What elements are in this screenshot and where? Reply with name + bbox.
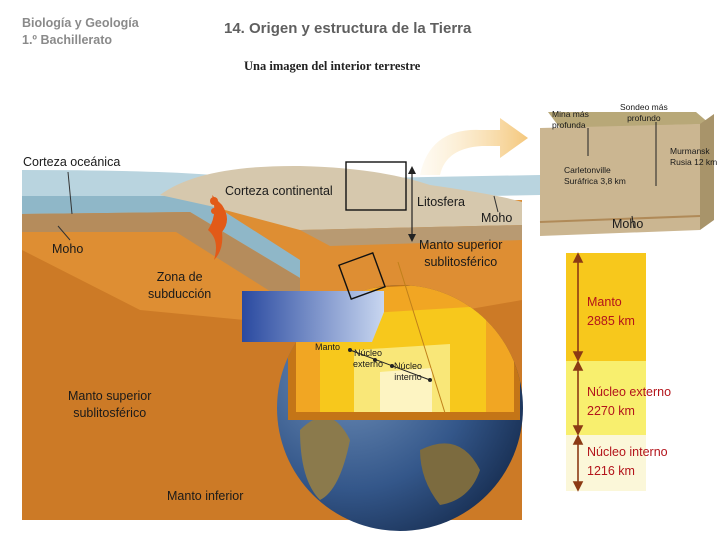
course-name: Biología y Geología 1.º Bachillerato [22, 15, 139, 49]
bar-label-manto-name: Manto [587, 295, 622, 309]
label-zona-subduccion: Zona de subducción [148, 269, 211, 303]
subducting-slab [22, 212, 300, 310]
globe-label-manto: Manto [315, 342, 341, 352]
oceanic-crust [22, 196, 300, 278]
bar-label-nucleo-interno-thickness: 1216 km [587, 464, 635, 478]
course-line-1: Biología y Geología [22, 16, 139, 30]
inset-label-mina-line2: profunda [552, 120, 586, 130]
bar-label-nucleo-externo-thickness: 2270 km [587, 404, 635, 418]
label-corteza-continental: Corteza continental [225, 184, 333, 198]
zoom-box-2 [338, 252, 386, 300]
bar-label-nucleo-externo-name: Núcleo externo [587, 385, 672, 399]
globe-label-nucleo-externo: Núcleo externo [353, 348, 383, 370]
bar-label-manto: Manto 2885 km [587, 293, 635, 331]
inset-label-moho: Moho [612, 217, 644, 231]
inset-label-carletonville: Carletonville Suráfrica 3,8 km [564, 165, 626, 187]
inset-label-carletonville-line2: Suráfrica 3,8 km [564, 176, 626, 186]
label-manto-superior-left: Manto superior sublitosférico [68, 388, 151, 422]
bar-label-nucleo-interno-name: Núcleo interno [587, 445, 668, 459]
page-subtitle: Una imagen del interior terrestre [244, 59, 421, 73]
label-litosfera: Litosfera [417, 195, 465, 209]
bar-label-nucleo-interno: Núcleo interno 1216 km [587, 443, 668, 481]
inset-arrow [420, 118, 528, 175]
course-line-2: 1.º Bachillerato [22, 33, 113, 47]
slab-block [242, 291, 384, 342]
globe-label-nucleo-interno-line2: interno [394, 372, 422, 382]
label-manto-superior-right: Manto superior sublitosférico [419, 237, 502, 271]
label-manto-superior-right-line1: Manto superior [419, 238, 503, 252]
label-zona-line2: subducción [148, 287, 212, 301]
inset-label-sondeo-line2: profundo [627, 113, 661, 123]
globe-label-nucleo-interno: Núcleo interno [394, 361, 422, 383]
label-manto-superior-left-line1: Manto superior [68, 389, 152, 403]
inset-label-murmansk-line1: Murmansk [670, 146, 710, 156]
label-moho-right: Moho [481, 211, 513, 225]
inset-label-mina-line1: Mina más [552, 109, 589, 119]
globe-label-nucleo-interno-line1: Núcleo [394, 361, 423, 371]
inset-label-sondeo: Sondeo más profundo [620, 102, 668, 124]
inset-label-sondeo-line1: Sondeo más [620, 102, 668, 112]
manto-band [566, 253, 646, 361]
nucleo-externo-band [566, 361, 646, 435]
globe-label-nucleo-externo-line1: Núcleo [354, 348, 383, 358]
inset-label-murmansk-line2: Rusia 12 km [670, 157, 718, 167]
bar-label-manto-thickness: 2885 km [587, 314, 635, 328]
continental-crust [160, 165, 522, 230]
bar-label-nucleo-externo: Núcleo externo 2270 km [587, 383, 671, 421]
globe-label-nucleo-externo-line2: externo [353, 359, 384, 369]
label-zona-line1: Zona de [156, 270, 203, 284]
label-manto-inferior: Manto inferior [167, 489, 244, 503]
magma-plume [208, 195, 227, 260]
page-title: 14. Origen y estructura de la Tierra [224, 20, 472, 37]
crust-block-inset [539, 112, 714, 236]
inset-label-murmansk: Murmansk Rusia 12 km [670, 146, 717, 168]
label-moho-left: Moho [52, 242, 84, 256]
label-manto-superior-left-line2: sublitosférico [73, 406, 147, 420]
inset-label-carletonville-line1: Carletonville [564, 165, 611, 175]
zoom-box-1 [345, 161, 407, 211]
label-corteza-oceanica: Corteza oceánica [23, 155, 121, 169]
inset-label-mina: Mina más profunda [552, 109, 589, 131]
label-manto-superior-right-line2: sublitosférico [424, 255, 498, 269]
